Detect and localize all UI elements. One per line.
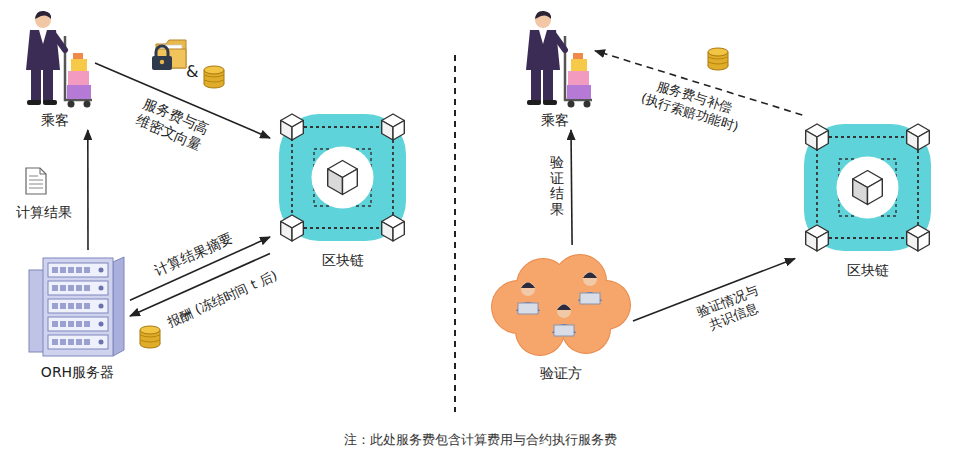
flow-arrow	[571, 130, 572, 245]
edge-label: 计算结果摘要	[152, 229, 236, 279]
passenger-node: 乘客	[515, 8, 595, 130]
node-label: 乘客	[41, 110, 69, 130]
blockchain-icon	[270, 105, 415, 250]
caption-note: 注：此处服务费包含计算费用与合约执行服务费	[0, 431, 960, 449]
server-node: ORH服务器	[25, 250, 130, 382]
coin-icon	[140, 326, 160, 348]
node-label: 验证方	[540, 363, 582, 383]
verifier-cloud	[488, 245, 633, 363]
encrypted-folder-icon	[152, 40, 186, 70]
edge-label: 验证情况与共识信息	[694, 282, 767, 336]
node-label: 区块链	[322, 250, 364, 270]
edge-label: 服务费与补偿 (执行索赔功能时)	[631, 73, 751, 138]
edge-label: 计算结果	[16, 204, 72, 222]
verifier-node: 验证方	[488, 245, 633, 383]
document-icon	[26, 168, 46, 194]
node-label: ORH服务器	[41, 362, 114, 382]
symbol-label: &	[186, 62, 198, 81]
edge-label: 验证结果	[550, 155, 564, 217]
node-label: 乘客	[541, 110, 569, 130]
server-rack-icon	[25, 250, 130, 362]
node-label: 区块链	[847, 260, 889, 280]
edge-label: 服务费与高维密文向量	[133, 94, 212, 154]
passenger-node: 乘客	[15, 8, 95, 130]
coin-icon	[204, 66, 224, 88]
passenger-figure	[15, 8, 95, 110]
blockchain-node: 区块链	[795, 115, 940, 280]
flow-arrow	[87, 130, 89, 250]
passenger-figure	[515, 8, 595, 110]
coin-icon	[708, 48, 728, 70]
blockchain-node: 区块链	[270, 105, 415, 270]
blockchain-icon	[795, 115, 940, 260]
divider-line	[454, 55, 456, 412]
